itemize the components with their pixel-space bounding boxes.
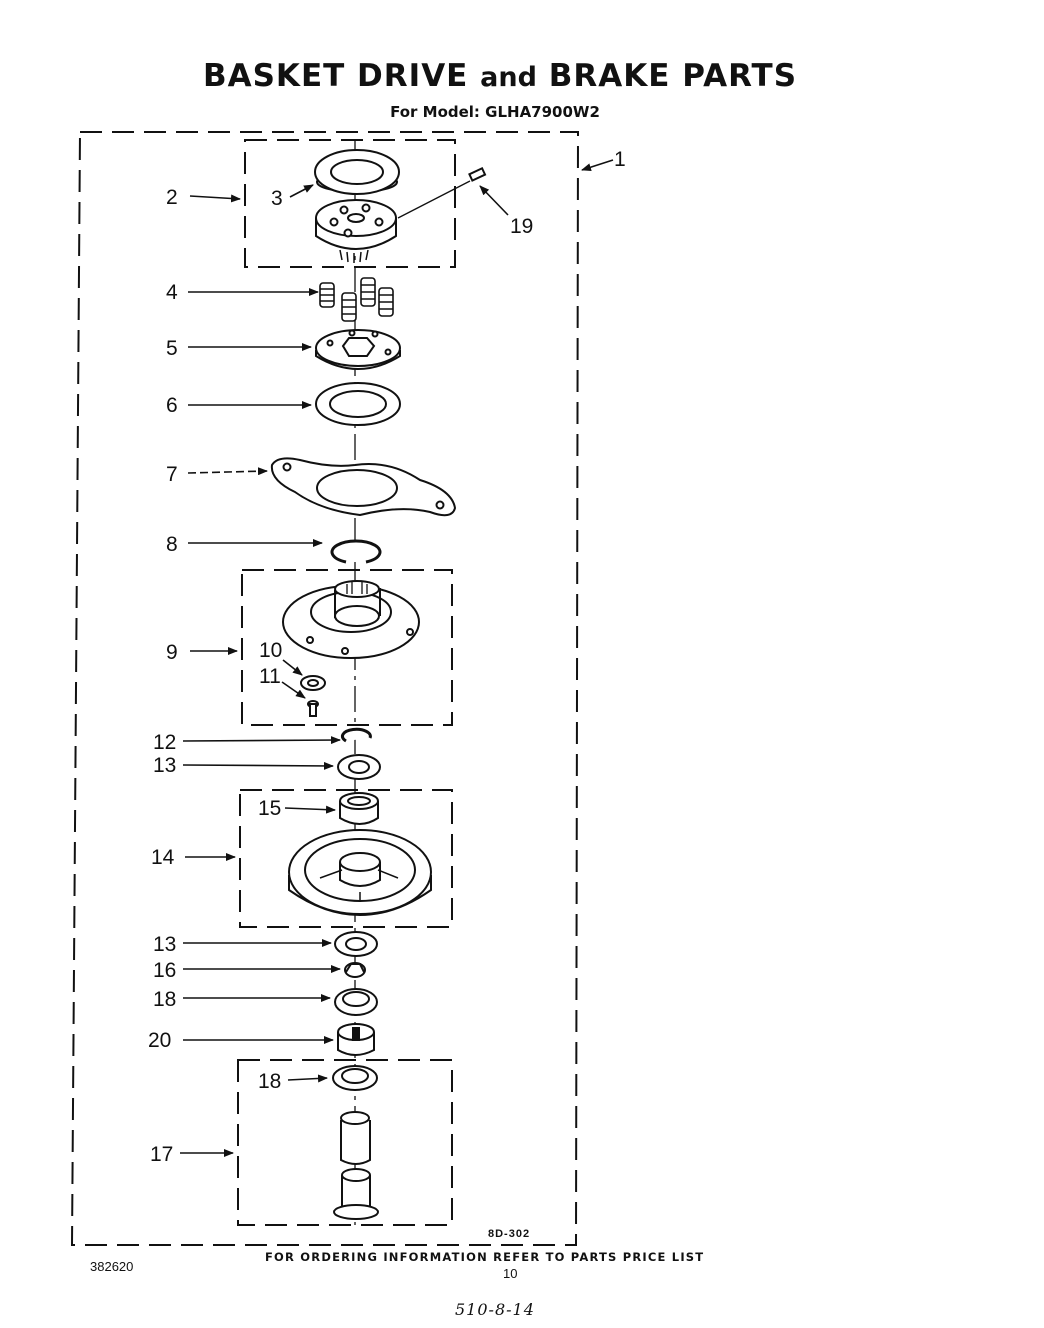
part-13-washer-lower (334, 931, 378, 957)
title-part-2: and (480, 62, 537, 93)
subassembly-frame-9 (241, 569, 453, 726)
part-18-bearing-upper (334, 988, 378, 1016)
handwritten-note: 510-8-14 (455, 1300, 535, 1319)
part-16-nut (344, 962, 366, 978)
part-9-brake-housing (282, 580, 420, 659)
callout-7: 7 (166, 463, 178, 486)
leader-13-upper (182, 761, 334, 770)
callout-13-upper: 13 (153, 754, 176, 777)
page-number: 10 (503, 1266, 518, 1281)
leader-2 (189, 194, 241, 203)
callout-15: 15 (258, 797, 281, 820)
part-4-springs (319, 277, 394, 322)
callout-5: 5 (166, 337, 178, 360)
callout-17: 17 (150, 1143, 173, 1166)
part-17-shaft (333, 1111, 379, 1220)
callout-9: 9 (166, 641, 178, 664)
callout-4: 4 (166, 281, 178, 304)
callout-10: 10 (259, 639, 282, 662)
leader-18-lower (287, 1074, 328, 1083)
leader-19 (479, 185, 509, 216)
ordering-note: FOR ORDERING INFORMATION REFER TO PARTS … (265, 1250, 705, 1264)
drawing-number: 8D-302 (488, 1228, 531, 1240)
subassembly-frame-17 (237, 1059, 453, 1226)
callout-18-upper: 18 (153, 988, 176, 1011)
part-14-pulley (288, 829, 432, 916)
callout-3: 3 (271, 187, 283, 210)
part-15-bearing (339, 792, 379, 825)
subassembly-frame-14 (239, 789, 453, 928)
part-7-gasket (270, 457, 457, 517)
subassembly-frame-2 (244, 139, 456, 268)
leader-1 (581, 159, 614, 172)
page-title: BASKET DRIVE and BRAKE PARTS (0, 58, 1000, 94)
callout-18-lower: 18 (258, 1070, 281, 1093)
callout-14: 14 (151, 846, 175, 869)
part-12-clip (340, 727, 372, 743)
callout-8: 8 (166, 533, 178, 556)
callout-16: 16 (153, 959, 176, 982)
assembly-frame (70, 131, 580, 1246)
part-18-bearing-lower (332, 1065, 378, 1091)
part-10-washer (300, 675, 326, 691)
leader-7 (187, 467, 268, 476)
callout-12: 12 (153, 731, 176, 754)
callout-13-lower: 13 (153, 933, 176, 956)
part-3-seal-ring (314, 149, 400, 195)
model-subtitle: For Model: GLHA7900W2 (390, 103, 600, 121)
part-20-bushing (337, 1023, 375, 1056)
leader-12 (182, 736, 341, 745)
title-part-3: BRAKE PARTS (536, 58, 798, 94)
leader-10 (282, 659, 303, 676)
document-number: 382620 (90, 1259, 134, 1274)
part-8-retaining-ring (330, 539, 382, 564)
leader-3 (289, 184, 314, 198)
part-13-washer-upper (337, 754, 381, 780)
callout-19: 19 (510, 215, 533, 238)
leader-11 (281, 681, 306, 699)
part-2-drive-hub (315, 199, 397, 263)
callout-1: 1 (614, 148, 626, 171)
part-6-ring (315, 382, 401, 426)
callout-20: 20 (148, 1029, 171, 1052)
callout-2: 2 (166, 186, 178, 209)
part-19-pin (468, 166, 487, 182)
pin-axis-line (397, 180, 471, 219)
callout-6: 6 (166, 394, 178, 417)
leader-15 (284, 805, 336, 814)
part-5-spring-plate (315, 329, 401, 370)
title-part-1: BASKET DRIVE (202, 58, 481, 94)
part-11-screw (307, 700, 319, 717)
callout-11: 11 (259, 665, 281, 688)
